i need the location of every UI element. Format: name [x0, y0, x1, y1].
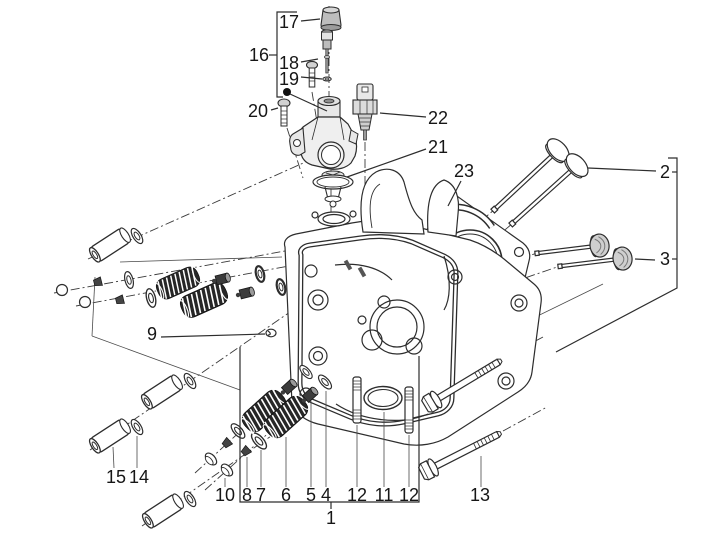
leader-2 — [587, 167, 657, 172]
part-label-1: 1 — [326, 508, 336, 528]
thermostat-housing — [289, 95, 359, 170]
part-label-2: 2 — [660, 162, 670, 182]
part-label-19: 19 — [279, 69, 299, 89]
leader-3 — [634, 258, 656, 261]
part-label-6: 6 — [281, 485, 291, 505]
leader-22 — [379, 112, 427, 118]
part-21-thermostat — [312, 170, 354, 208]
leader-21 — [346, 148, 427, 178]
part-label-12a: 12 — [347, 485, 367, 505]
callout-labels: 17 16 18 19 20 22 21 23 2 3 9 15 14 10 8… — [106, 12, 670, 528]
part-label-15: 15 — [106, 467, 126, 487]
leader-16-dot — [289, 93, 328, 112]
part-19-o-ring — [322, 76, 332, 82]
part-label-21: 21 — [428, 137, 448, 157]
leader-18 — [300, 58, 319, 63]
part-2-valves — [490, 138, 589, 228]
leader-15 — [112, 446, 115, 469]
part-17-cap — [320, 6, 342, 31]
leader-lines — [112, 11, 678, 509]
part-22-temperature-sensor — [352, 83, 378, 141]
part-label-4: 4 — [321, 485, 331, 505]
part-label-8: 8 — [242, 485, 252, 505]
leader-19 — [300, 76, 323, 80]
part-18-bleed-valve — [321, 29, 333, 74]
cylinder-head-body — [283, 168, 542, 446]
part-12-stud-left — [352, 376, 362, 424]
part-label-23: 23 — [454, 161, 474, 181]
bracket-1 — [239, 347, 420, 503]
part-12-stud-right — [404, 386, 414, 434]
part-label-17: 17 — [279, 12, 299, 32]
part-label-18: 18 — [279, 53, 299, 73]
part-20-screw — [277, 98, 291, 127]
part-label-5: 5 — [306, 485, 316, 505]
part-label-14: 14 — [129, 467, 149, 487]
part-label-10: 10 — [215, 485, 235, 505]
part-label-20: 20 — [248, 101, 268, 121]
part-9-plug — [265, 328, 277, 338]
part-label-22: 22 — [428, 108, 448, 128]
leader-9 — [160, 333, 266, 338]
leader-17 — [300, 18, 321, 22]
part-16-reference-dot — [283, 88, 291, 96]
part-label-3: 3 — [660, 249, 670, 269]
valve-train-row-upper — [55, 263, 288, 322]
part-label-12b: 12 — [399, 485, 419, 505]
part-label-9: 9 — [147, 324, 157, 344]
bracket-2-3 — [555, 157, 678, 353]
part-11-o-ring — [363, 385, 403, 411]
part-label-13: 13 — [470, 485, 490, 505]
part-label-7: 7 — [256, 485, 266, 505]
housing-screw — [305, 60, 319, 88]
leader-20 — [270, 107, 279, 111]
leader-23 — [447, 180, 462, 207]
part-label-11: 11 — [375, 485, 394, 505]
part-label-16: 16 — [249, 45, 269, 65]
part-3-valves — [534, 233, 633, 271]
